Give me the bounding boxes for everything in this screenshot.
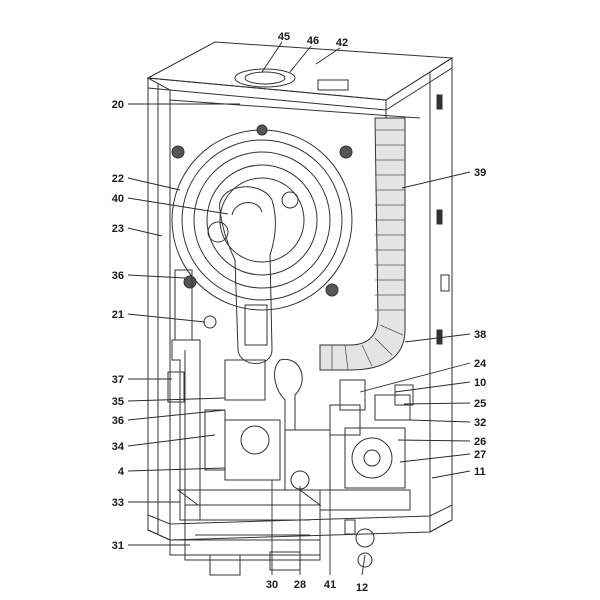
callout-21: 21: [112, 309, 124, 321]
heat-exchanger: [171, 124, 353, 311]
callout-38: 38: [474, 329, 486, 341]
callout-labels: 45 46 42 20 22 40 23 36 21 37 35 36 34 4…: [112, 31, 487, 594]
callout-12: 12: [356, 582, 368, 594]
callout-33: 33: [112, 497, 124, 509]
hydraulic-assembly: [224, 358, 414, 511]
callout-23: 23: [112, 223, 124, 235]
base-connection-plate: [169, 489, 375, 576]
callout-30: 30: [266, 579, 278, 591]
callout-32: 32: [474, 417, 486, 429]
callout-24: 24: [474, 358, 487, 370]
callout-27: 27: [474, 449, 486, 461]
fan-burner-housing: [207, 186, 299, 364]
left-pipework: [167, 269, 226, 521]
callout-45: 45: [278, 31, 290, 43]
corrugated-flue-hose: [319, 117, 406, 371]
callout-39: 39: [474, 167, 486, 179]
callout-20: 20: [112, 99, 124, 111]
leader-lines: [127, 41, 471, 576]
callout-11: 11: [474, 466, 486, 478]
callout-10: 10: [474, 377, 486, 389]
callout-28: 28: [294, 579, 306, 591]
callout-25: 25: [474, 398, 486, 410]
callout-35: 35: [112, 396, 124, 408]
callout-34: 34: [112, 441, 125, 453]
callout-36-lower: 36: [112, 415, 124, 427]
callout-36-upper: 36: [112, 270, 124, 282]
callout-41: 41: [324, 579, 336, 591]
callout-22: 22: [112, 173, 124, 185]
callout-40: 40: [112, 193, 124, 205]
callout-4: 4: [118, 466, 125, 478]
boiler-chassis: [146, 41, 454, 541]
callout-42: 42: [336, 37, 348, 49]
callout-37: 37: [112, 374, 124, 386]
callout-46: 46: [307, 35, 319, 47]
callout-26: 26: [474, 436, 486, 448]
callout-31: 31: [112, 540, 124, 552]
